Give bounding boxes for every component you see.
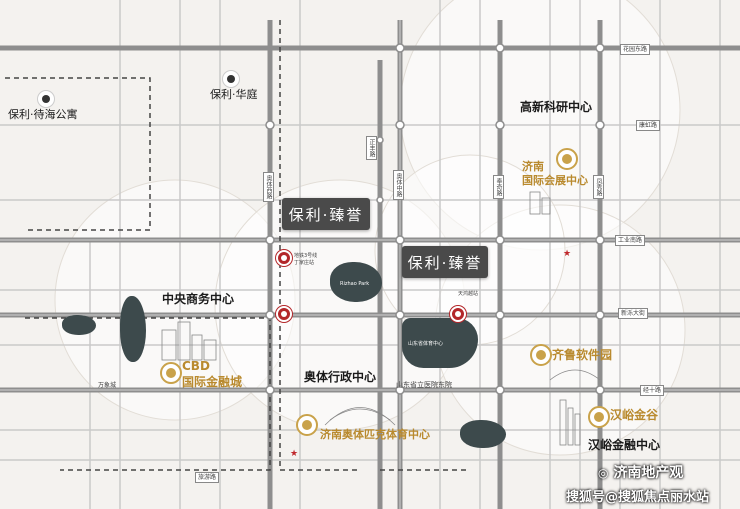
- lake-aoti: [402, 318, 478, 368]
- poi-label-wanda: 万象城: [98, 382, 117, 389]
- gold-marker-hanyu-valley: [588, 406, 610, 428]
- lake-cbd-central: [120, 296, 146, 362]
- metro-pin-dingjiazhuang[interactable]: [276, 250, 292, 266]
- district-label-hanyu-finance: 汉峪金融中心: [588, 438, 661, 452]
- project-label-daihai: 保利·待海公寓: [8, 108, 78, 121]
- lake-cbd-west: [62, 315, 96, 335]
- road-tag-aoti-west: 奥体西路: [263, 172, 274, 202]
- district-label-cbd-center: 中央商务中心: [162, 292, 235, 306]
- watermark-brand: ◎ 济南地产观: [598, 465, 684, 481]
- metro-pin-east[interactable]: [450, 306, 466, 322]
- lake-rizhao-park: [330, 262, 382, 302]
- star-icon: ★: [290, 449, 299, 459]
- road-tag-kanghong: 康虹路: [636, 120, 661, 131]
- lake-hanyu: [460, 420, 506, 448]
- road-tag-fengxiu: 凤秀路: [593, 175, 604, 199]
- project-card-poly-zhenyu-west[interactable]: 保利·臻誉: [282, 198, 370, 230]
- road-tag-zhengfeng: 正丰路: [366, 136, 377, 160]
- project-card-title: 保利·臻誉: [288, 205, 364, 224]
- road-tag-aoti-middle: 奥体中路: [393, 170, 404, 200]
- gold-marker-expo: [556, 148, 578, 170]
- poi-label-sanhuan: 天鸿越站: [458, 291, 479, 297]
- road-tag-lvyou: 旅游路: [195, 472, 220, 483]
- district-label-aoti-admin: 奥体行政中心: [304, 370, 377, 384]
- gold-marker-cbd: [160, 362, 182, 384]
- road-tag-xin-luokou: 新泺大街: [618, 308, 649, 319]
- district-label-cbd-line2: 国际金融城: [182, 375, 243, 389]
- poi-label-hospital: 山东省立医院东院: [396, 381, 452, 389]
- poi-label-jinhuagu: 山东省体育中心: [408, 341, 444, 347]
- road-tag-gongye-south: 工业南路: [615, 235, 646, 246]
- road-tag-fengqi: 奉奇路: [493, 175, 504, 199]
- district-label-qilu-software: 齐鲁软件园: [552, 348, 613, 362]
- metro-line-label: 地铁3号线: [294, 253, 318, 259]
- district-label-aoti-sports: 济南奥体匹克体育中心: [320, 428, 430, 441]
- district-label-high-tech: 高新科研中心: [520, 100, 593, 114]
- star-icon: ★: [563, 249, 572, 259]
- poi-label-rizhao-park: Rizhao Park: [340, 281, 370, 287]
- project-marker-daihai[interactable]: [37, 90, 55, 108]
- metro-station-label: 丁家庄站: [294, 260, 315, 266]
- road-tag-huayuan-east: 花园东路: [620, 44, 651, 55]
- gold-marker-qilu-software: [530, 344, 552, 366]
- district-label-expo-line2: 国际会展中心: [522, 174, 588, 187]
- project-card-poly-zhenyu-east[interactable]: 保利·臻誉: [402, 246, 488, 278]
- project-label-huating: 保利·华庭: [210, 88, 258, 101]
- project-marker-huating[interactable]: [222, 70, 240, 88]
- wechat-icon: ◎: [598, 466, 609, 480]
- district-label-expo-line1: 济南: [522, 160, 544, 173]
- metro-pin-west[interactable]: [276, 306, 292, 322]
- watermark-sohu: 搜狐号@搜狐焦点丽水站: [566, 490, 710, 505]
- district-label-cbd-line1: CBD: [182, 359, 210, 373]
- district-label-hanyu-valley: 汉峪金谷: [610, 408, 659, 422]
- project-card-title: 保利·臻誉: [407, 253, 483, 272]
- gold-marker-aoti-sports: [296, 414, 318, 436]
- road-tag-jingshi: 经十路: [640, 385, 665, 396]
